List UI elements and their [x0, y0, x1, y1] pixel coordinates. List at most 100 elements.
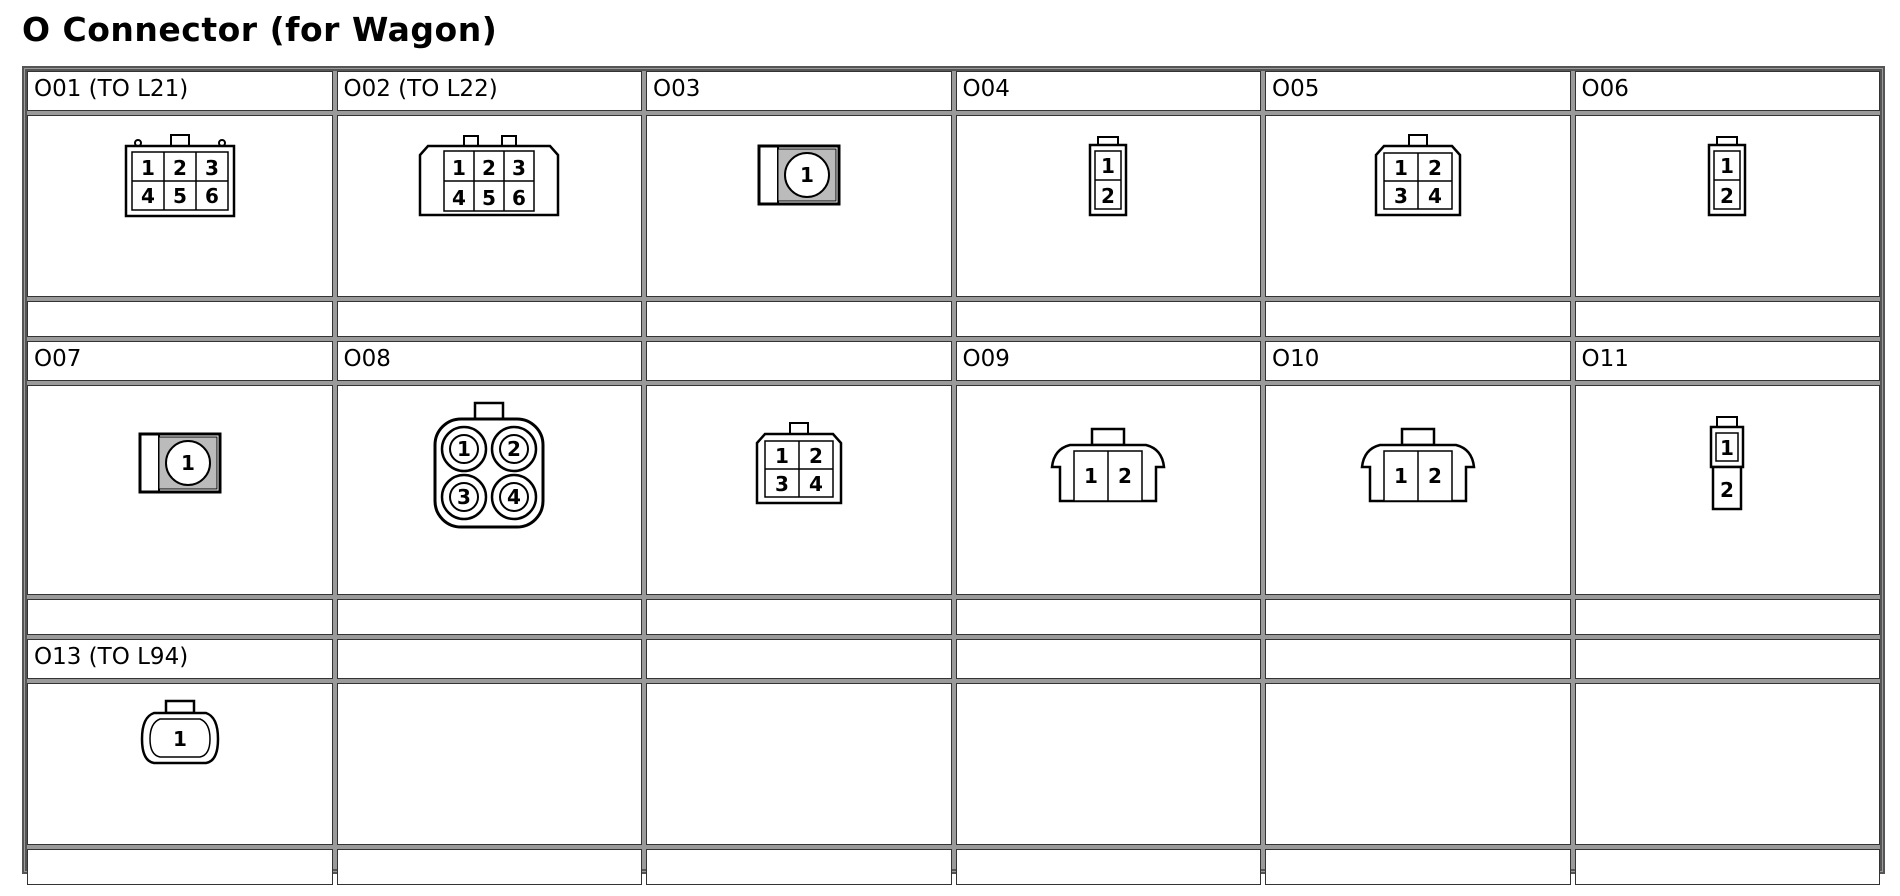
- connector-cell-o10: 1 2: [1265, 385, 1571, 595]
- spacer-cell: [646, 849, 952, 885]
- connector-label-empty: [336, 639, 642, 679]
- pin-label: 6: [512, 186, 526, 210]
- spacer-cell: [336, 849, 642, 885]
- spacer-cell: [1265, 849, 1571, 885]
- connector-cell-o01: 1 2 3 4 5 6: [27, 115, 333, 297]
- connector-cell-unnamed: 1 2 3 4: [646, 385, 952, 595]
- connector-1pin-square-icon: 1: [757, 144, 841, 206]
- pin-label: 1: [1720, 436, 1734, 460]
- spacer-cell: [1574, 849, 1880, 885]
- connector-cell-o02: 1 2 3 4 5 6: [336, 115, 642, 297]
- pin-label: 4: [507, 485, 521, 509]
- pin-label: 4: [141, 184, 155, 208]
- connector-label-o05: O05: [1265, 71, 1571, 111]
- pin-label: 2: [1720, 478, 1734, 502]
- connector-1pin-round-icon: 1: [140, 699, 220, 765]
- connector-4pin-round-icon: 1 2 3 4: [433, 401, 545, 529]
- connector-table: O01 (TO L21) O02 (TO L22) O03 O04 O05 O0…: [22, 66, 1885, 885]
- spacer-cell: [1574, 599, 1880, 635]
- spacer-cell: [646, 599, 952, 635]
- pin-label: 2: [1118, 464, 1132, 488]
- pin-label: 2: [482, 156, 496, 180]
- connector-cell-o11: 1 2: [1574, 385, 1880, 595]
- connector-label-o03: O03: [646, 71, 952, 111]
- pin-label: 1: [452, 156, 466, 180]
- pin-label: 1: [181, 451, 195, 475]
- pin-label: 1: [1084, 464, 1098, 488]
- connector-6pin-wide-icon: 1 2 3 4 5 6: [419, 135, 560, 217]
- empty-cell: [955, 683, 1261, 845]
- connector-cell-o07: 1: [27, 385, 333, 595]
- pin-label: 1: [1394, 464, 1408, 488]
- spacer-cell: [336, 301, 642, 337]
- pin-label: 3: [775, 472, 789, 496]
- connector-cell-o13: 1: [27, 683, 333, 845]
- spacer-cell: [1574, 301, 1880, 337]
- spacer-cell: [27, 849, 333, 885]
- connector-2pin-horizontal-icon: 1 2: [1360, 427, 1476, 503]
- pin-label: 5: [482, 186, 496, 210]
- empty-cell: [1574, 683, 1880, 845]
- pin-label: 2: [1428, 464, 1442, 488]
- connector-4pin-icon: 1 2 3 4: [755, 422, 842, 505]
- connector-label-empty: [955, 639, 1261, 679]
- spacer-cell: [1265, 301, 1571, 337]
- connector-2pin-vertical-icon: 1 2: [1089, 136, 1128, 217]
- pin-label: 3: [512, 156, 526, 180]
- connector-cell-o06: 1 2: [1574, 115, 1880, 297]
- connector-label-empty: [646, 639, 952, 679]
- connector-1pin-square-icon: 1: [138, 432, 222, 494]
- spacer-cell: [336, 599, 642, 635]
- pin-label: 1: [800, 163, 814, 187]
- connector-label-o13: O13 (TO L94): [27, 639, 333, 679]
- pin-label: 3: [1394, 184, 1408, 208]
- connector-label-o04: O04: [955, 71, 1261, 111]
- pin-label: 1: [173, 727, 187, 751]
- connector-cell-o03: 1: [646, 115, 952, 297]
- spacer-cell: [955, 849, 1261, 885]
- connector-label-empty: [1574, 639, 1880, 679]
- pin-label: 5: [173, 184, 187, 208]
- connector-label-empty: [1265, 639, 1571, 679]
- connector-label-o06: O06: [1574, 71, 1880, 111]
- spacer-cell: [955, 599, 1261, 635]
- connector-6pin-icon: 1 2 3 4 5 6: [124, 134, 235, 218]
- spacer-cell: [955, 301, 1261, 337]
- connector-label-o02: O02 (TO L22): [336, 71, 642, 111]
- connector-cell-o04: 1 2: [955, 115, 1261, 297]
- pin-label: 3: [205, 156, 219, 180]
- connector-label-unnamed: [646, 341, 952, 381]
- connector-label-o08: O08: [336, 341, 642, 381]
- pin-label: 1: [1720, 154, 1734, 178]
- connector-label-o09: O09: [955, 341, 1261, 381]
- pin-label: 1: [457, 437, 471, 461]
- pin-label: 6: [205, 184, 219, 208]
- spacer-cell: [27, 301, 333, 337]
- empty-cell: [646, 683, 952, 845]
- connector-cell-o08: 1 2 3 4: [336, 385, 642, 595]
- connector-2pin-vertical-icon: 1 2: [1708, 136, 1747, 217]
- connector-cell-o05: 1 2 3 4: [1265, 115, 1571, 297]
- connector-2pin-narrow-icon: 1 2: [1710, 416, 1745, 511]
- pin-label: 2: [173, 156, 187, 180]
- connector-label-o11: O11: [1574, 341, 1880, 381]
- pin-label: 4: [1428, 184, 1442, 208]
- pin-label: 2: [1101, 184, 1115, 208]
- pin-label: 2: [809, 444, 823, 468]
- empty-cell: [1265, 683, 1571, 845]
- pin-label: 3: [457, 485, 471, 509]
- spacer-cell: [646, 301, 952, 337]
- spacer-cell: [1265, 599, 1571, 635]
- pin-label: 2: [1428, 156, 1442, 180]
- pin-label: 1: [1101, 154, 1115, 178]
- pin-label: 1: [1394, 156, 1408, 180]
- pin-label: 1: [141, 156, 155, 180]
- connector-2pin-horizontal-icon: 1 2: [1050, 427, 1166, 503]
- connector-label-o01: O01 (TO L21): [27, 71, 333, 111]
- empty-cell: [336, 683, 642, 845]
- connector-cell-o09: 1 2: [955, 385, 1261, 595]
- pin-label: 2: [1720, 184, 1734, 208]
- pin-label: 4: [452, 186, 466, 210]
- connector-label-o07: O07: [27, 341, 333, 381]
- pin-label: 1: [775, 444, 789, 468]
